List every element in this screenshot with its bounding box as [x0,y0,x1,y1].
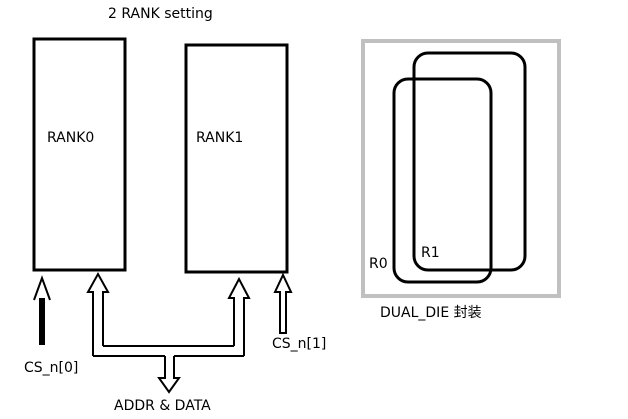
bus-label: ADDR & DATA [114,398,211,414]
cs0-label: CS_n[0] [24,360,78,376]
cs1-arrow [273,272,293,334]
die0-label: R0 [369,256,388,272]
die1-label: R1 [421,245,440,261]
die1-outline [412,51,527,272]
cs1-label: CS_n[1] [272,336,326,352]
rank0-label: RANK0 [47,130,94,146]
addr-data-bus [86,271,251,394]
rank1-label: RANK1 [196,130,243,146]
package-outline [361,39,561,298]
package-caption: DUAL_DIE 封装 [380,305,482,321]
cs0-arrow [33,275,51,345]
die0-outline [392,77,493,284]
rank1-box [184,43,289,274]
diagram-title: 2 RANK setting [108,6,213,22]
rank0-box [32,37,127,272]
